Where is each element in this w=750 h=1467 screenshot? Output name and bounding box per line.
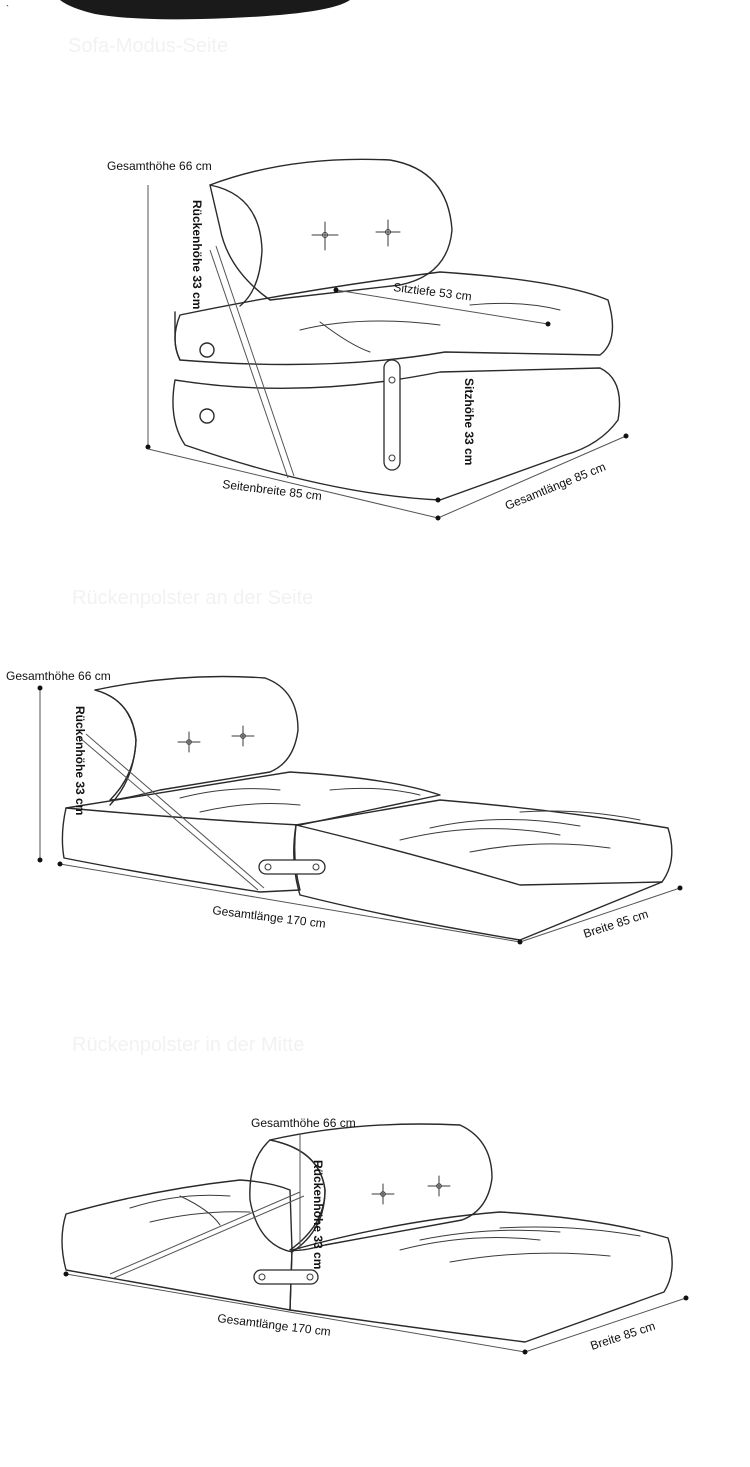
back-height-label: Rückenhöhe 33 cm (311, 1160, 325, 1269)
handle-strap (258, 859, 326, 875)
tuft-buttons (177, 725, 255, 753)
left-mattress (65, 771, 441, 826)
lower-seat-cushion (172, 367, 621, 501)
upper-cushion-front (174, 311, 181, 361)
width-label: Breite 85 cm (589, 1319, 657, 1353)
right-tufting (399, 810, 641, 853)
section-back-side: Rückenpolster an der Seite (6, 587, 683, 945)
back-cushion (209, 158, 453, 301)
cropped-product-shadow (60, 0, 350, 20)
back-cushion-end (249, 1139, 326, 1253)
total-length-dim-line (59, 863, 521, 943)
side-width-dim-line (147, 448, 439, 519)
section-back-middle: Rückenpolster in der Mitte Gesa (61, 1034, 689, 1355)
right-tufting (399, 1226, 641, 1263)
upper-seat-cushion (174, 271, 614, 366)
seat-depth-dim-line (335, 289, 549, 325)
back-height-label: Rückenhöhe 33 cm (73, 706, 87, 815)
back-cushion-end (94, 689, 137, 806)
corner-mark: ` (6, 4, 9, 14)
back-cushion (269, 1123, 493, 1252)
back-height-label: Rückenhöhe 33 cm (190, 200, 204, 309)
width-label: Breite 85 cm (582, 907, 650, 941)
section-heading: Rückenpolster in der Mitte (72, 1034, 304, 1056)
tuft-buttons (311, 219, 401, 251)
width-dim-line (519, 887, 681, 943)
right-mattress (289, 1211, 673, 1343)
support-bar (209, 249, 289, 479)
section-sofa-mode: Sofa-Modus-Seite (68, 35, 629, 521)
seat-depth-label: Sitztiefe 53 cm (393, 280, 473, 303)
total-length-label: Gesamtlänge 170 cm (217, 1311, 332, 1339)
handle-strap (253, 1269, 319, 1285)
back-cushion-end (209, 184, 263, 307)
total-length-dim-line (65, 1273, 526, 1353)
tuft-buttons (371, 1175, 451, 1205)
section-heading: Rückenpolster an der Seite (72, 587, 313, 609)
handle-strap (383, 359, 401, 471)
total-length-label: Gesamtlänge 85 cm (503, 460, 608, 513)
left-tufting (129, 1194, 251, 1226)
left-tufting (179, 787, 421, 813)
seat-height-label: Sitzhöhe 33 cm (462, 378, 476, 465)
section-heading: Sofa-Modus-Seite (68, 35, 228, 57)
total-height-label: Gesamthöhe 66 cm (107, 159, 212, 173)
support-bar (79, 737, 259, 891)
side-button-lower (199, 408, 215, 424)
total-height-label: Gesamthöhe 66 cm (251, 1116, 356, 1130)
dim-point (145, 444, 151, 450)
total-height-label: Gesamthöhe 66 cm (6, 669, 111, 683)
width-dim-line (524, 1297, 687, 1353)
seat-tufting (299, 302, 561, 353)
side-button-upper (199, 342, 215, 358)
support-bar (109, 1191, 301, 1275)
total-length-dim-line (437, 435, 627, 519)
total-length-label: Gesamtlänge 170 cm (212, 903, 327, 931)
